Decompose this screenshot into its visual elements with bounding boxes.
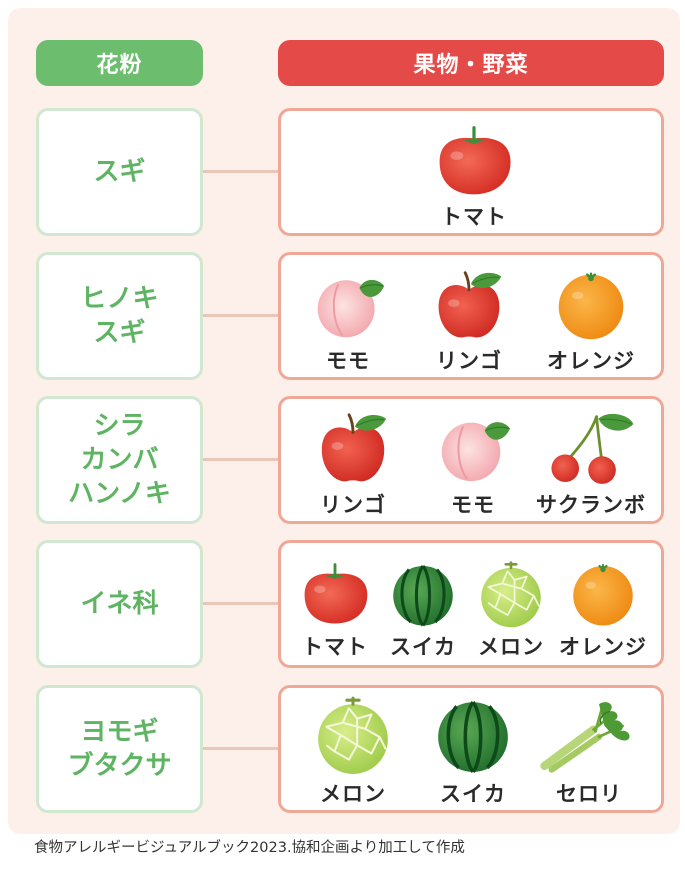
connector-line [203, 602, 278, 605]
food-label: トマト [302, 635, 368, 659]
source-note: 食物アレルギービジュアルブック2023.協和企画より加工して作成 [34, 840, 465, 856]
food-label: モモ [326, 349, 370, 373]
melon-icon [473, 559, 549, 629]
pollen-name-line: ヨモギ [80, 717, 159, 747]
pollen-name-line: カンバ [80, 445, 159, 475]
food-label: スイカ [440, 782, 506, 806]
pollen-box: シラ カンバ ハンノキ [36, 396, 203, 524]
tomato-icon [297, 559, 373, 629]
food-label: リンゴ [436, 349, 502, 373]
pollen-name-line: スギ [93, 157, 146, 187]
watermelon-icon [431, 694, 515, 776]
food-label: メロン [320, 782, 386, 806]
food-item: モモ [413, 409, 533, 519]
watermelon-icon [385, 559, 461, 629]
header-pollen: 花粉 [36, 40, 203, 86]
food-item: スイカ [363, 559, 483, 661]
food-item: オレンジ [543, 559, 663, 661]
food-label: メロン [478, 635, 544, 659]
food-label: トマト [441, 205, 507, 229]
melon-icon [311, 694, 395, 776]
cherry-icon [545, 409, 637, 487]
connector-line [203, 170, 278, 173]
pollen-box: ヨモギ ブタクサ [36, 685, 203, 813]
food-item: メロン [293, 694, 413, 808]
apple-icon [428, 267, 510, 343]
food-label: オレンジ [547, 349, 635, 373]
pollen-name-line: ブタクサ [67, 751, 172, 781]
food-item: セロリ [529, 694, 649, 808]
food-item: モモ [288, 267, 408, 375]
food-item: スイカ [413, 694, 533, 808]
orange-icon [550, 267, 632, 343]
pollen-box: ヒノキ スギ [36, 252, 203, 380]
food-label: スイカ [390, 635, 456, 659]
pollen-box: スギ [36, 108, 203, 236]
pollen-box: イネ科 [36, 540, 203, 668]
food-label: サクランボ [536, 493, 646, 517]
pollen-name-line: シラ [93, 411, 146, 441]
food-item: リンゴ [409, 267, 529, 375]
apple-icon [312, 409, 394, 487]
tomato-icon [431, 123, 517, 199]
food-box: メロン スイカ セロリ [278, 685, 664, 813]
food-item: トマト [275, 559, 395, 661]
pollen-name-line: ハンノキ [68, 479, 171, 509]
food-label: オレンジ [559, 635, 647, 659]
food-box: モモ リンゴ オレンジ [278, 252, 664, 380]
header-foods: 果物・野菜 [278, 40, 664, 86]
connector-line [203, 747, 278, 750]
food-box: リンゴ モモ サクランボ [278, 396, 664, 524]
pollen-name-line: ヒノキ [80, 284, 159, 314]
food-item: オレンジ [531, 267, 651, 375]
connector-line [203, 458, 278, 461]
food-item: トマト [414, 123, 534, 231]
connector-line [203, 314, 278, 317]
peach-icon [432, 409, 514, 487]
food-box: トマト [278, 108, 664, 236]
food-item: サクランボ [531, 409, 651, 519]
food-item: メロン [451, 559, 571, 661]
celery-icon [539, 694, 639, 776]
pollen-name-line: スギ [93, 318, 146, 348]
pollen-name-line: イネ科 [80, 589, 159, 619]
food-label: リンゴ [320, 493, 386, 517]
peach-icon [307, 267, 389, 343]
food-item: リンゴ [293, 409, 413, 519]
orange-icon [568, 559, 638, 629]
food-box: トマト スイカ メロン オレンジ [278, 540, 664, 668]
food-label: モモ [451, 493, 495, 517]
food-label: セロリ [556, 782, 622, 806]
